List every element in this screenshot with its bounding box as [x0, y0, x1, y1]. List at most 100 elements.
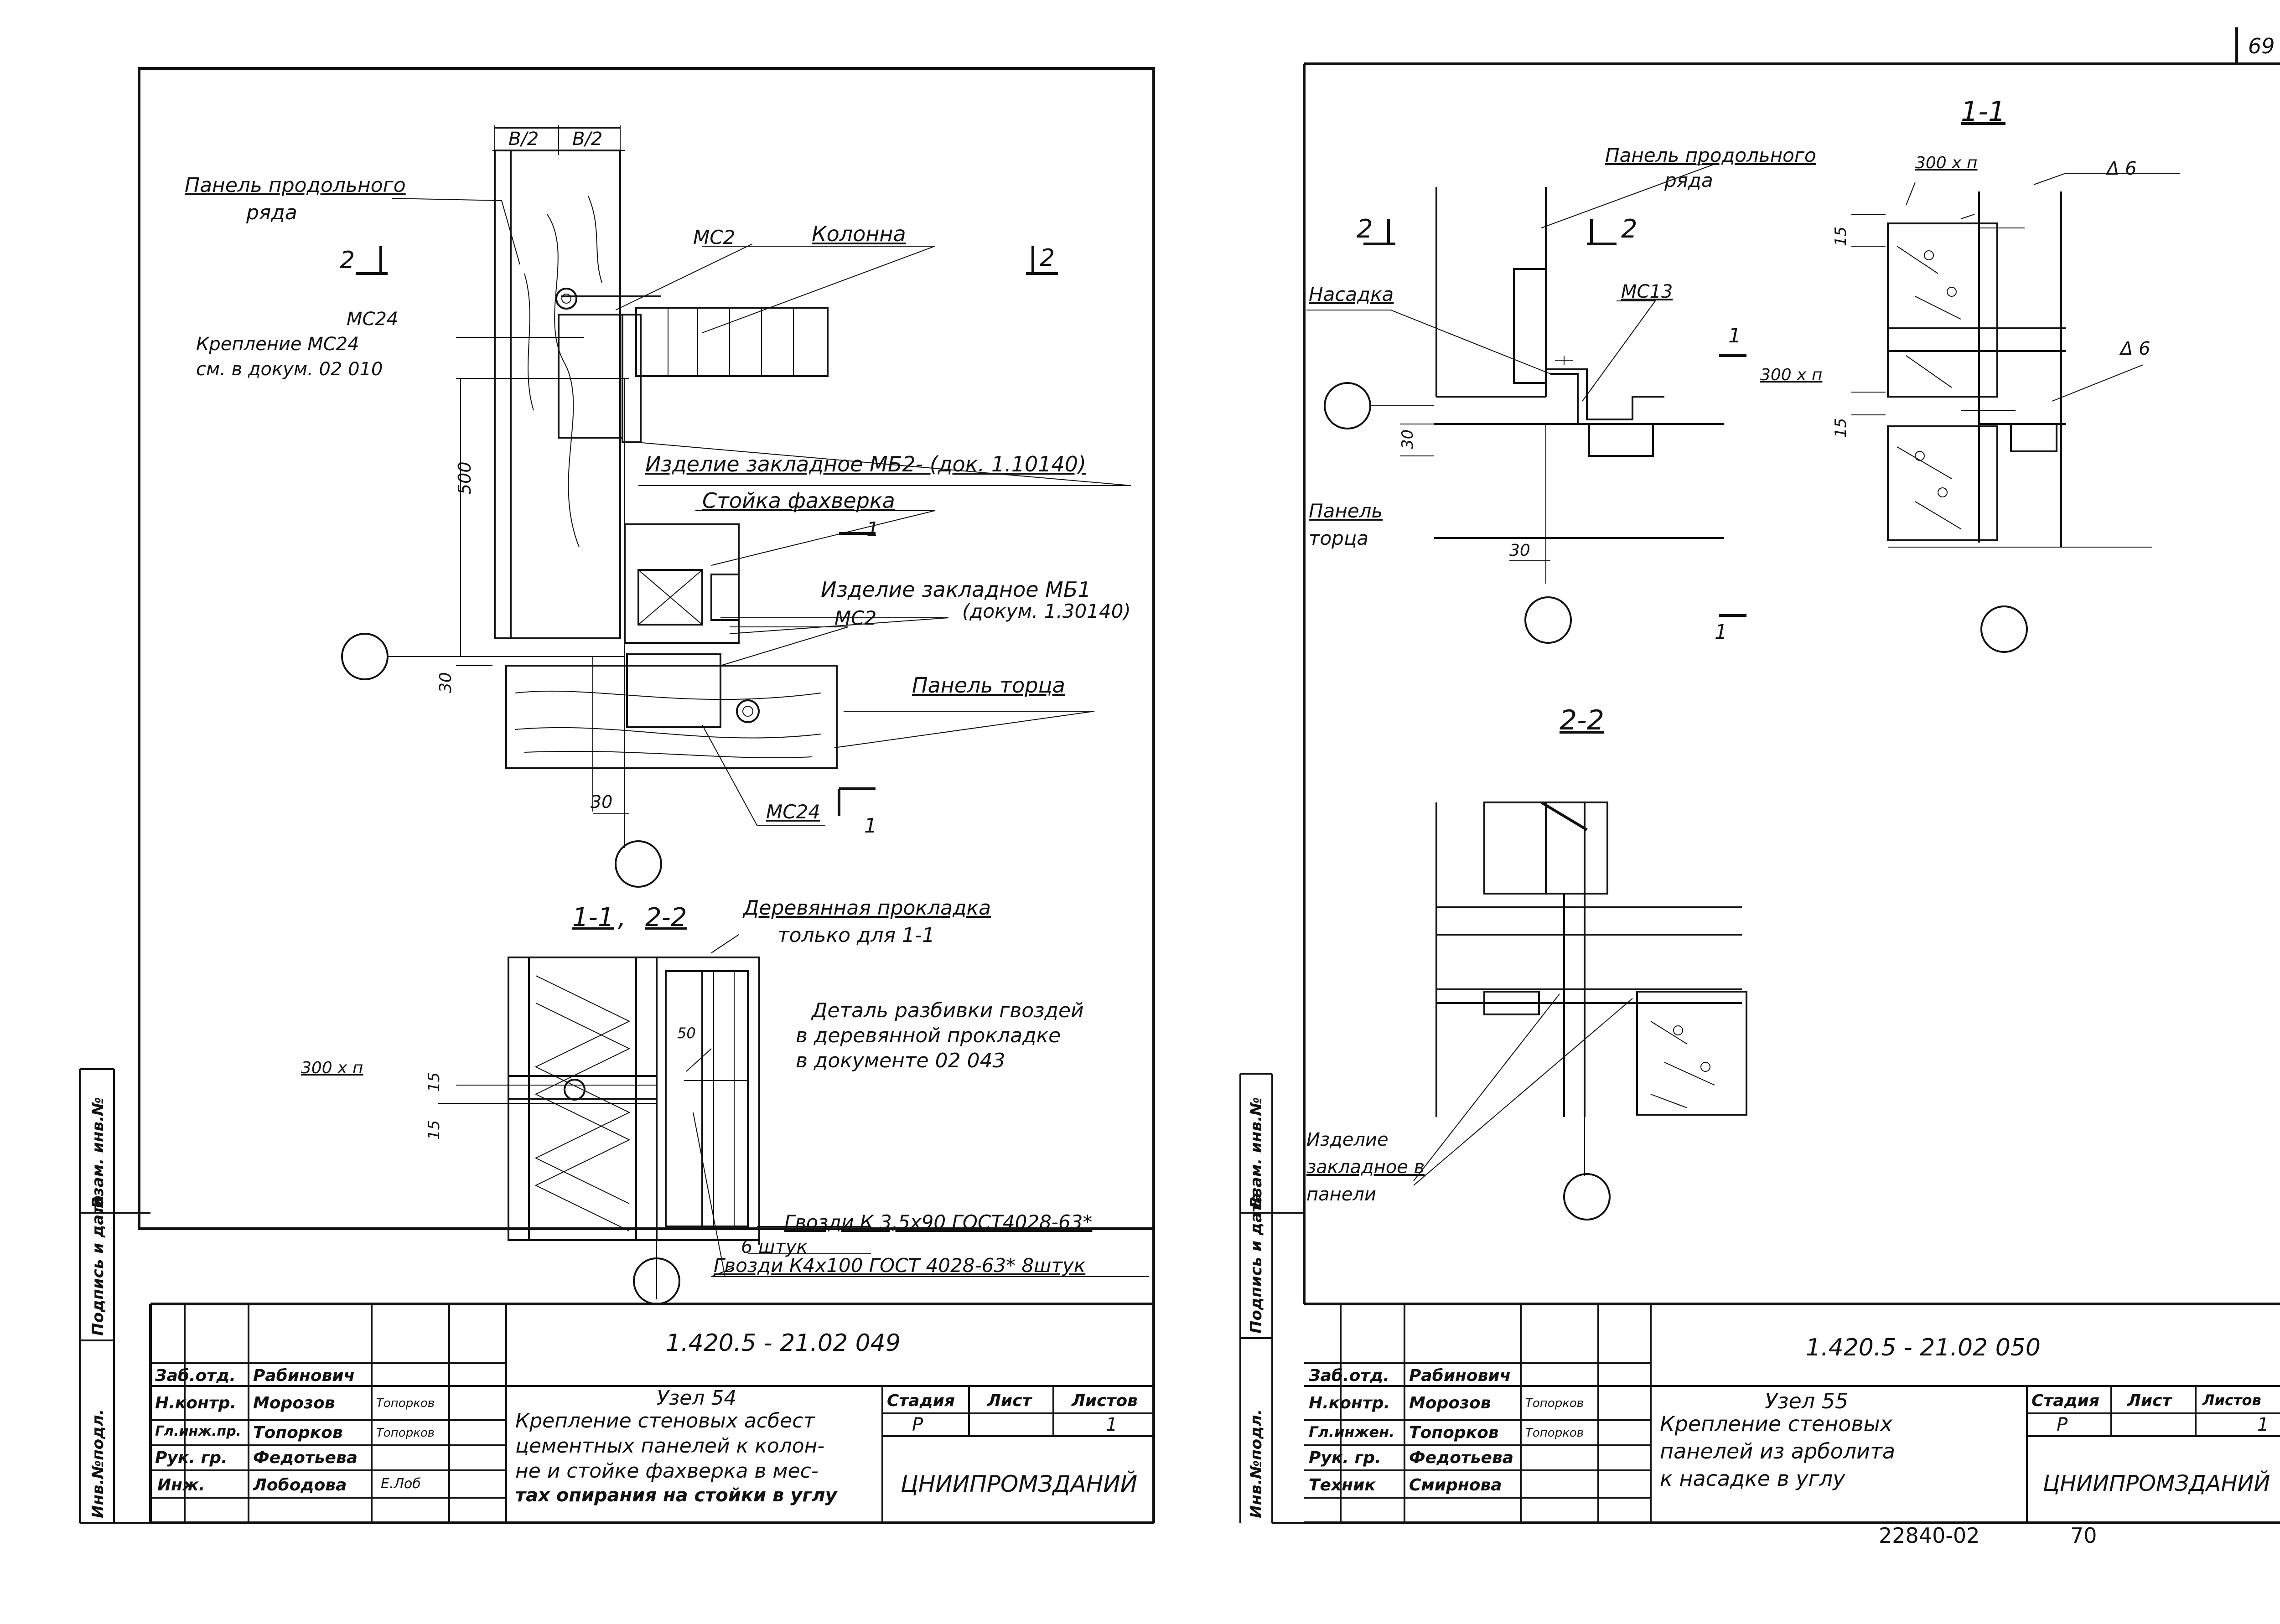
left-stage-value: Р [912, 1414, 923, 1435]
ms2-mid-label: МС2 [834, 607, 877, 629]
r-delta-b: Δ 6 [2120, 338, 2150, 359]
dim-50: 50 [677, 1024, 696, 1042]
r-dim-300b: 300 х п [1760, 366, 1823, 384]
right-title-0: Узел 55 [1765, 1389, 1849, 1413]
right-title-1: Крепление стеновых [1660, 1412, 1893, 1436]
left-sign-2: Топорков [376, 1426, 435, 1440]
r-sec2-left: 2 [1357, 214, 1373, 244]
right-stamp-2: Взам. инв.№ [1247, 1097, 1265, 1208]
stoika-label: Стойка фахверка [702, 488, 895, 513]
wood-spacer-1: Деревянная прокладка [743, 896, 991, 920]
left-title-1: Крепление стеновых асбест [515, 1409, 815, 1433]
left-sheets-header: Листов [1072, 1391, 1138, 1410]
right-title-block-grid [1304, 1304, 2280, 1523]
dim-300xn: 300 х п [301, 1059, 363, 1077]
left-name-3: Федотьева [253, 1448, 358, 1467]
ms2-top-label: МС2 [693, 226, 736, 248]
right-sign-1: Топорков [1525, 1396, 1584, 1410]
right-title-2: панелей из арболита [1660, 1439, 1896, 1464]
sec1-mark-bottom: 1 [864, 814, 877, 838]
dim-15b: 15 [425, 1120, 443, 1140]
left-sheet-frame [79, 67, 1155, 1524]
nails-2-label: Гвозди К4х100 ГОСТ 4028-63* 8штук [714, 1254, 1086, 1277]
dim-15a: 15 [425, 1072, 443, 1092]
left-role-2: Гл.инж.пр. [155, 1423, 242, 1439]
embedded-mb1-doc: (докум. 1.30140) [962, 600, 1131, 622]
r-embedded-1: Изделие [1306, 1129, 1389, 1150]
left-stamp-0: Инв.№подл. [89, 1409, 107, 1518]
left-role-0: Заб.отд. [155, 1366, 236, 1385]
right-sheets-value: 1 [2257, 1414, 2269, 1435]
r-panel-row-1: Панель продольного [1605, 144, 1816, 166]
panel-row-label-2: ряда [246, 201, 297, 224]
r-embedded-3: панели [1306, 1184, 1376, 1205]
left-name-4: Лободова [253, 1476, 347, 1495]
right-doc-number: 1.420.5 - 21.02 050 [1806, 1334, 2041, 1361]
r-dim-30b: 30 [1509, 541, 1530, 560]
left-name-0: Рабинович [253, 1366, 355, 1385]
left-title-block-grid [150, 1304, 1154, 1523]
left-stage-header: Стадия [887, 1391, 955, 1410]
panel-end-label: Панель торца [912, 673, 1065, 698]
left-stamp-2: Взам. инв.№ [89, 1097, 107, 1208]
fastening-ms24-2: см. в докум. 02 010 [196, 359, 383, 380]
right-name-1: Морозов [1409, 1394, 1491, 1412]
embedded-mb2-label: Изделие закладное МБ2- (док. 1.10140) [645, 452, 1086, 476]
footer-page: 70 [2070, 1523, 2097, 1548]
right-name-2: Топорков [1409, 1423, 1499, 1442]
right-sign-2: Топорков [1525, 1426, 1584, 1440]
wood-spacer-2: только для 1-1 [777, 924, 935, 947]
r-dim-15b: 15 [1832, 418, 1850, 438]
r-dim-15a: 15 [1832, 226, 1850, 246]
dim-500: 500 [455, 461, 475, 495]
left-title-2: цементных панелей к колон- [515, 1434, 825, 1458]
section-comma: , [618, 903, 626, 932]
right-role-4: Техник [1309, 1476, 1376, 1495]
r-sec1-bottom: 1 [1715, 621, 1727, 644]
right-role-1: Н.контр. [1309, 1394, 1390, 1412]
left-sign-4: Е.Лоб [381, 1476, 421, 1492]
right-sheet-frame [1239, 62, 2280, 1524]
right-org: ЦНИИПРОМЗДАНИЙ [2043, 1471, 2270, 1496]
nails-1b-label: 6 штук [741, 1236, 808, 1257]
sec2-right-mark: 2 [1040, 244, 1055, 272]
right-stamp-0: Инв.№подл. [1247, 1409, 1265, 1518]
column-label: Колонна [812, 222, 906, 246]
right-section-2-2 [1413, 801, 1747, 1221]
r-nasadka: Насадка [1309, 283, 1394, 305]
left-sheet-header: Лист [987, 1391, 1032, 1410]
dim-b2-right: B/2 [572, 129, 603, 150]
left-stamp-1: Подпись и дата [89, 1195, 107, 1336]
sec2-left-mark: 2 [340, 247, 355, 274]
left-title-3: не и стойке фахверка в мес- [515, 1459, 819, 1483]
right-section-1-1 [1306, 164, 2180, 653]
left-doc-number: 1.420.5 - 21.02 049 [666, 1329, 901, 1357]
r-section-22-title: 2-2 [1560, 704, 1604, 736]
right-stage-header: Стадия [2031, 1391, 2099, 1410]
left-role-4: Инж. [157, 1476, 205, 1495]
left-name-1: Морозов [253, 1394, 335, 1412]
r-sec1-top: 1 [1728, 324, 1741, 347]
footer-code: 22840-02 [1879, 1523, 1980, 1548]
ms24-tag: МС24 [347, 309, 399, 330]
r-panel-end-2: торца [1309, 527, 1369, 549]
r-section-11-title: 1-1 [1961, 96, 2005, 128]
right-sheets-header: Листов [2202, 1391, 2261, 1409]
right-stamp-1: Подпись и дата [1247, 1193, 1265, 1334]
right-role-0: Заб.отд. [1309, 1366, 1390, 1385]
right-role-3: Рук. гр. [1309, 1448, 1381, 1467]
right-title-3: к насадке в углу [1660, 1466, 1845, 1491]
left-sign-1: Топорков [376, 1396, 435, 1410]
r-delta-a: Δ 6 [2107, 158, 2137, 179]
section-11-title: 1-1 [572, 903, 614, 932]
left-name-2: Топорков [253, 1423, 343, 1442]
r-dim-300a: 300 х п [1915, 154, 1978, 172]
nail-detail-3: в документе 02 043 [796, 1049, 1005, 1072]
nail-detail-1: Деталь разбивки гвоздей [812, 999, 1084, 1022]
right-sheet-header: Лист [2127, 1391, 2172, 1410]
page-number: 69 [2248, 34, 2275, 58]
dim-b2-left: B/2 [508, 129, 539, 150]
r-panel-end-1: Панель [1309, 500, 1383, 522]
sec1-mark-top: 1 [866, 518, 879, 541]
